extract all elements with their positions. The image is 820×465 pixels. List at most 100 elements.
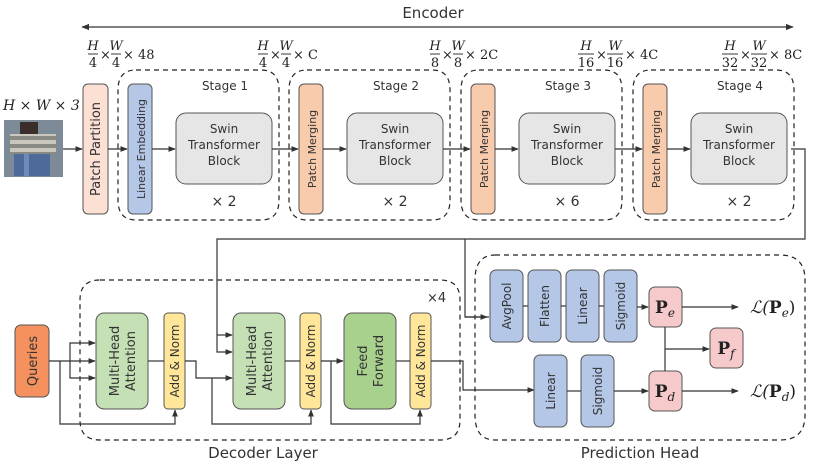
swin-block-label: Transformer: [530, 138, 603, 152]
dim-h-den: 8: [431, 56, 439, 71]
swin-block-label: Block: [208, 154, 241, 168]
mha-cross-label-2: Attention: [261, 331, 276, 391]
swin-block-label: Swin: [210, 122, 238, 136]
dim-times: ×: [270, 48, 281, 63]
add-norm-2-label: Add & Norm: [304, 325, 318, 398]
dim-h-num: H: [86, 39, 99, 54]
dim-h-num: H: [723, 39, 736, 54]
prediction-head-title: Prediction Head: [581, 444, 700, 462]
dim-channels: × 8C: [769, 48, 802, 63]
patch-partition-block: Patch Partition: [82, 83, 109, 215]
dim-h-den: 4: [259, 56, 267, 71]
dim-w-den: 16: [607, 56, 624, 71]
swin-block-label: Swin: [725, 122, 753, 136]
dim-w-den: 4: [282, 56, 290, 71]
dim-label-5: H32×W32× 8C: [722, 39, 803, 71]
swin-block-label: Block: [551, 154, 584, 168]
prob-pf-label: Pf: [717, 339, 737, 361]
stage-repeat: × 2: [211, 194, 236, 210]
dim-channels: × C: [293, 48, 318, 63]
patch-merging-label: Patch Merging: [650, 110, 663, 188]
queries-block: Queries: [14, 324, 50, 398]
dim-w-num: W: [752, 39, 767, 54]
dim-times: ×: [596, 48, 607, 63]
mha-self-block: Multi-Head Attention: [95, 312, 149, 410]
mha-cross-label-1: Multi-Head: [245, 326, 260, 396]
dim-h-num: H: [579, 39, 592, 54]
stage-repeat: × 6: [554, 194, 579, 210]
stage-4: Stage 4 Patch Merging SwinTransformerBlock…: [632, 69, 795, 221]
patch-merging-label: Patch Merging: [478, 110, 491, 188]
decoder-repeat-label: ×4: [427, 291, 446, 306]
loss-pd-label: ℒ(Pd): [750, 382, 796, 404]
stage-title: Stage 2: [373, 79, 419, 93]
dim-h-den: 32: [722, 56, 739, 71]
prob-pf-box: Pf: [709, 327, 744, 369]
linear-embedding-label: Linear Embedding: [135, 99, 148, 199]
feed-forward-label-1: Feed: [356, 345, 371, 376]
prob-pe-box: Pe: [648, 286, 683, 328]
swin-block-label: Swin: [381, 122, 409, 136]
head-top-block-label: Flatten: [538, 285, 552, 327]
head-top-branch: AvgPool Flatten Linear Sigmoid: [465, 269, 638, 343]
swin-block-label: Transformer: [702, 138, 775, 152]
patch-merging-label: Patch Merging: [306, 110, 319, 188]
feed-forward-block: Feed Forward: [343, 312, 397, 410]
swin-block-label: Block: [723, 154, 756, 168]
decoder-layer: Decoder Layer ×4 Queries Multi-Head Atte…: [14, 279, 535, 462]
head-bottom-block-label: Sigmoid: [591, 367, 605, 416]
add-norm-1-block: Add & Norm: [163, 312, 186, 410]
head-top-block-label: AvgPool: [500, 282, 514, 329]
encoder-title: Encoder: [402, 4, 464, 22]
dim-label-2: H4×W4× C: [256, 39, 318, 71]
prob-pd-label: Pd: [655, 382, 676, 404]
dim-h-num: H: [428, 39, 441, 54]
dim-w-num: W: [608, 39, 623, 54]
loss-pe-label: ℒ(Pe): [750, 298, 795, 320]
dim-label-1: H4×W4× 48: [86, 39, 154, 71]
add-norm-3-label: Add & Norm: [414, 325, 428, 398]
dim-w-den: 4: [112, 56, 120, 71]
stage-title: Stage 4: [717, 79, 763, 93]
head-top-block-label: Sigmoid: [614, 282, 628, 331]
head-top-block-label: Linear: [576, 287, 590, 324]
swin-block-label: Transformer: [358, 138, 431, 152]
dim-channels: × 48: [123, 48, 155, 63]
stage-2: Stage 2 Patch Merging SwinTransformerBlock…: [288, 69, 471, 221]
dim-times: ×: [100, 48, 111, 63]
swin-block-label: Swin: [553, 122, 581, 136]
swin-block-label: Transformer: [187, 138, 260, 152]
patch-partition-label: Patch Partition: [89, 102, 104, 196]
stage-repeat: × 2: [726, 194, 751, 210]
dim-label-3: H8×W8× 2C: [428, 39, 498, 71]
mha-self-label-1: Multi-Head: [108, 326, 123, 396]
head-connectors: [614, 304, 739, 394]
input-person-image: [4, 120, 63, 177]
add-norm-2-block: Add & Norm: [299, 312, 322, 410]
stage-3: Stage 3 Patch Merging SwinTransformerBlock…: [460, 69, 643, 221]
add-norm-1-label: Add & Norm: [168, 325, 182, 398]
stage-1: Stage 1 Linear Embedding SwinTransformerBl…: [117, 69, 299, 221]
stage-repeat: × 2: [382, 194, 407, 210]
encoder-stages: Stage 1 Linear Embedding SwinTransformerBl…: [117, 69, 795, 221]
decoder-title: Decoder Layer: [208, 444, 319, 462]
swin-block-label: Block: [379, 154, 412, 168]
dim-w-den: 8: [454, 56, 462, 71]
queries-label: Queries: [26, 336, 41, 386]
dim-times: ×: [740, 48, 751, 63]
dim-channels: × 2C: [465, 48, 498, 63]
stage-title: Stage 3: [545, 79, 591, 93]
prob-pe-label: Pe: [655, 298, 675, 320]
dim-w-den: 32: [751, 56, 768, 71]
mha-self-label-2: Attention: [124, 331, 139, 391]
swin-block: [690, 112, 788, 185]
add-norm-3-block: Add & Norm: [409, 312, 432, 410]
stage-title: Stage 1: [202, 79, 248, 93]
feed-forward-label-2: Forward: [372, 335, 387, 387]
dim-label-4: H16×W16× 4C: [578, 39, 659, 71]
dim-w-num: W: [109, 39, 124, 54]
dim-h-num: H: [256, 39, 269, 54]
dim-w-num: W: [279, 39, 294, 54]
